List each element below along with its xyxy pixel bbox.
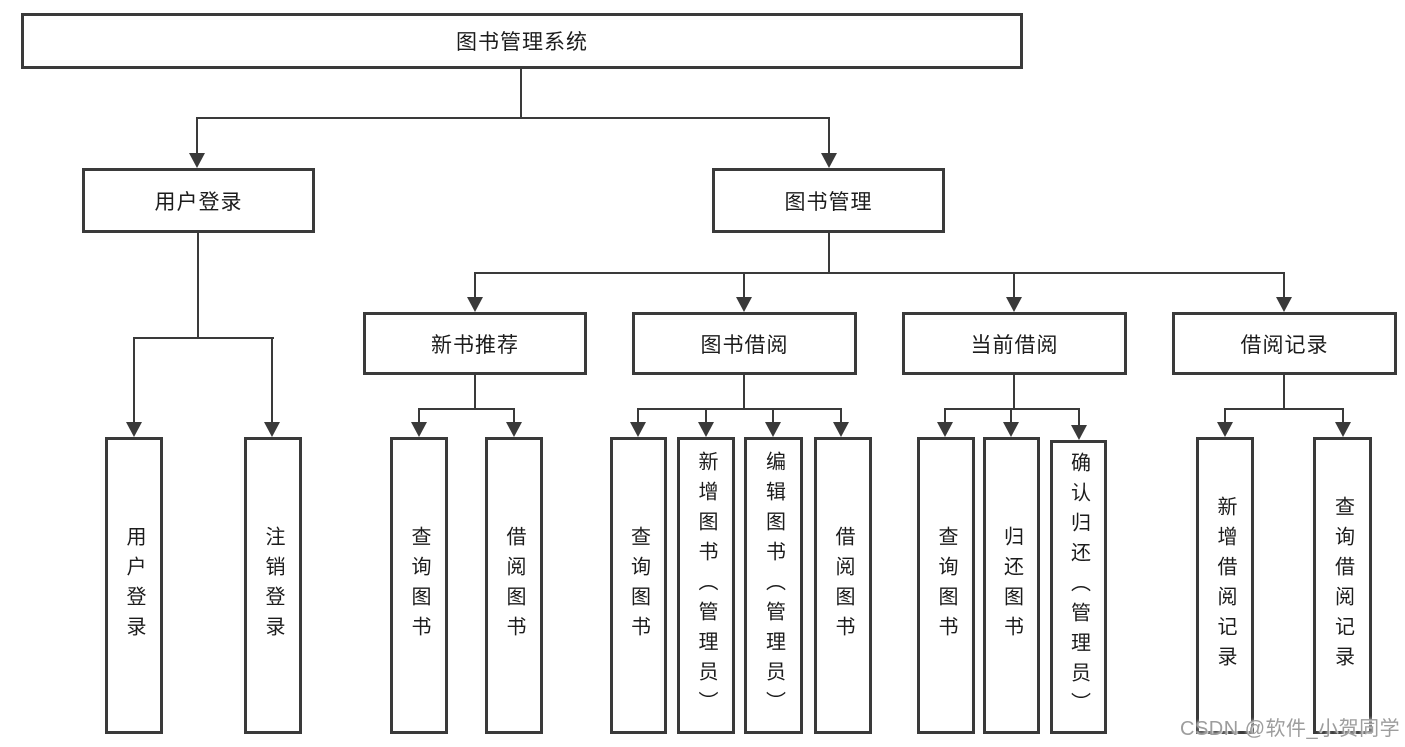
- node-return-books: 归还图书: [983, 437, 1040, 734]
- connector-line: [772, 408, 774, 424]
- connector-line: [944, 408, 1080, 410]
- node-label: 图书借阅: [700, 333, 789, 357]
- node-query-books-a: 查询图书: [390, 437, 448, 734]
- node-confirm-return-admin: 确认归还（管理员）: [1050, 440, 1107, 734]
- connector-line: [1283, 375, 1285, 408]
- arrow-down-icon: [126, 422, 142, 437]
- arrow-down-icon: [630, 422, 646, 437]
- connector-line: [474, 375, 476, 408]
- node-query-borrow-record: 查询借阅记录: [1313, 437, 1372, 734]
- arrow-down-icon: [1276, 297, 1292, 312]
- connector-line: [743, 272, 745, 299]
- arrow-down-icon: [1335, 422, 1351, 437]
- node-user-login-leaf: 用户登录: [105, 437, 163, 734]
- connector-line: [1013, 272, 1015, 299]
- node-label: 图书管理系统: [456, 31, 588, 54]
- connector-line: [1224, 408, 1226, 424]
- connector-line: [196, 117, 198, 155]
- connector-line: [418, 408, 420, 424]
- connector-line: [513, 408, 515, 424]
- arrow-down-icon: [506, 422, 522, 437]
- arrow-down-icon: [821, 153, 837, 168]
- connector-line: [1224, 408, 1344, 410]
- node-add-borrow-record: 新增借阅记录: [1196, 437, 1254, 734]
- arrow-down-icon: [765, 422, 781, 437]
- connector-line: [637, 408, 639, 424]
- connector-line: [418, 408, 515, 410]
- connector-line: [944, 408, 946, 424]
- connector-line: [840, 408, 842, 424]
- node-current-borrowing: 当前借阅: [902, 312, 1127, 375]
- connector-line: [1010, 408, 1012, 424]
- node-query-books-c: 查询图书: [917, 437, 975, 734]
- node-query-books-b: 查询图书: [610, 437, 667, 734]
- node-label: 确认归还（管理员）: [1067, 452, 1090, 722]
- node-add-books-admin: 新增图书（管理员）: [677, 437, 735, 734]
- connector-line: [828, 233, 830, 272]
- node-label: 新增借阅记录: [1214, 495, 1236, 676]
- node-label: 图书管理: [784, 190, 873, 214]
- arrow-down-icon: [264, 422, 280, 437]
- connector-line: [133, 337, 135, 424]
- node-label: 当前借阅: [970, 333, 1059, 357]
- node-label: 查询图书: [627, 525, 650, 646]
- arrow-down-icon: [189, 153, 205, 168]
- connector-line: [474, 272, 1285, 274]
- arrow-down-icon: [736, 297, 752, 312]
- node-borrow-books-a: 借阅图书: [485, 437, 543, 734]
- connector-line: [133, 337, 274, 339]
- connector-line: [474, 272, 476, 299]
- node-label: 借阅记录: [1240, 333, 1329, 357]
- node-logout: 注销登录: [244, 437, 302, 734]
- csdn-watermark: CSDN @软件_小贺同学: [1180, 718, 1401, 740]
- node-book-management: 图书管理: [712, 168, 945, 233]
- node-book-borrowing: 图书借阅: [632, 312, 857, 375]
- node-label: 用户登录: [123, 525, 145, 646]
- connector-line: [197, 233, 199, 337]
- node-label: 编辑图书（管理员）: [762, 450, 785, 721]
- node-label: 归还图书: [1000, 525, 1023, 646]
- arrow-down-icon: [411, 422, 427, 437]
- node-label: 查询图书: [935, 525, 957, 646]
- arrow-down-icon: [1006, 297, 1022, 312]
- node-library-system: 图书管理系统: [21, 13, 1023, 69]
- connector-line: [520, 69, 522, 117]
- node-borrowing-records: 借阅记录: [1172, 312, 1397, 375]
- node-label: 新书推荐: [431, 333, 519, 357]
- connector-line: [828, 117, 830, 155]
- node-new-book-recommend: 新书推荐: [363, 312, 587, 375]
- node-label: 新增图书（管理员）: [695, 450, 717, 721]
- connector-line: [743, 375, 745, 408]
- arrow-down-icon: [1071, 425, 1087, 440]
- connector-line: [1283, 272, 1285, 299]
- connector-line: [271, 337, 273, 424]
- node-label: 注销登录: [262, 525, 284, 646]
- arrow-down-icon: [833, 422, 849, 437]
- connector-line: [705, 408, 707, 424]
- node-label: 查询借阅记录: [1331, 495, 1354, 676]
- connector-line: [1013, 375, 1015, 408]
- node-label: 用户登录: [154, 190, 243, 214]
- node-label: 借阅图书: [503, 525, 525, 646]
- node-borrow-books-b: 借阅图书: [814, 437, 872, 734]
- arrow-down-icon: [698, 422, 714, 437]
- node-label: 借阅图书: [832, 525, 854, 646]
- connector-line: [1078, 408, 1080, 427]
- arrow-down-icon: [1003, 422, 1019, 437]
- connector-line: [1342, 408, 1344, 424]
- arrow-down-icon: [467, 297, 483, 312]
- node-user-login: 用户登录: [82, 168, 315, 233]
- arrow-down-icon: [1217, 422, 1233, 437]
- connector-line: [637, 408, 842, 410]
- connector-line: [196, 117, 830, 119]
- node-label: 查询图书: [408, 525, 430, 646]
- node-edit-books-admin: 编辑图书（管理员）: [744, 437, 803, 734]
- arrow-down-icon: [937, 422, 953, 437]
